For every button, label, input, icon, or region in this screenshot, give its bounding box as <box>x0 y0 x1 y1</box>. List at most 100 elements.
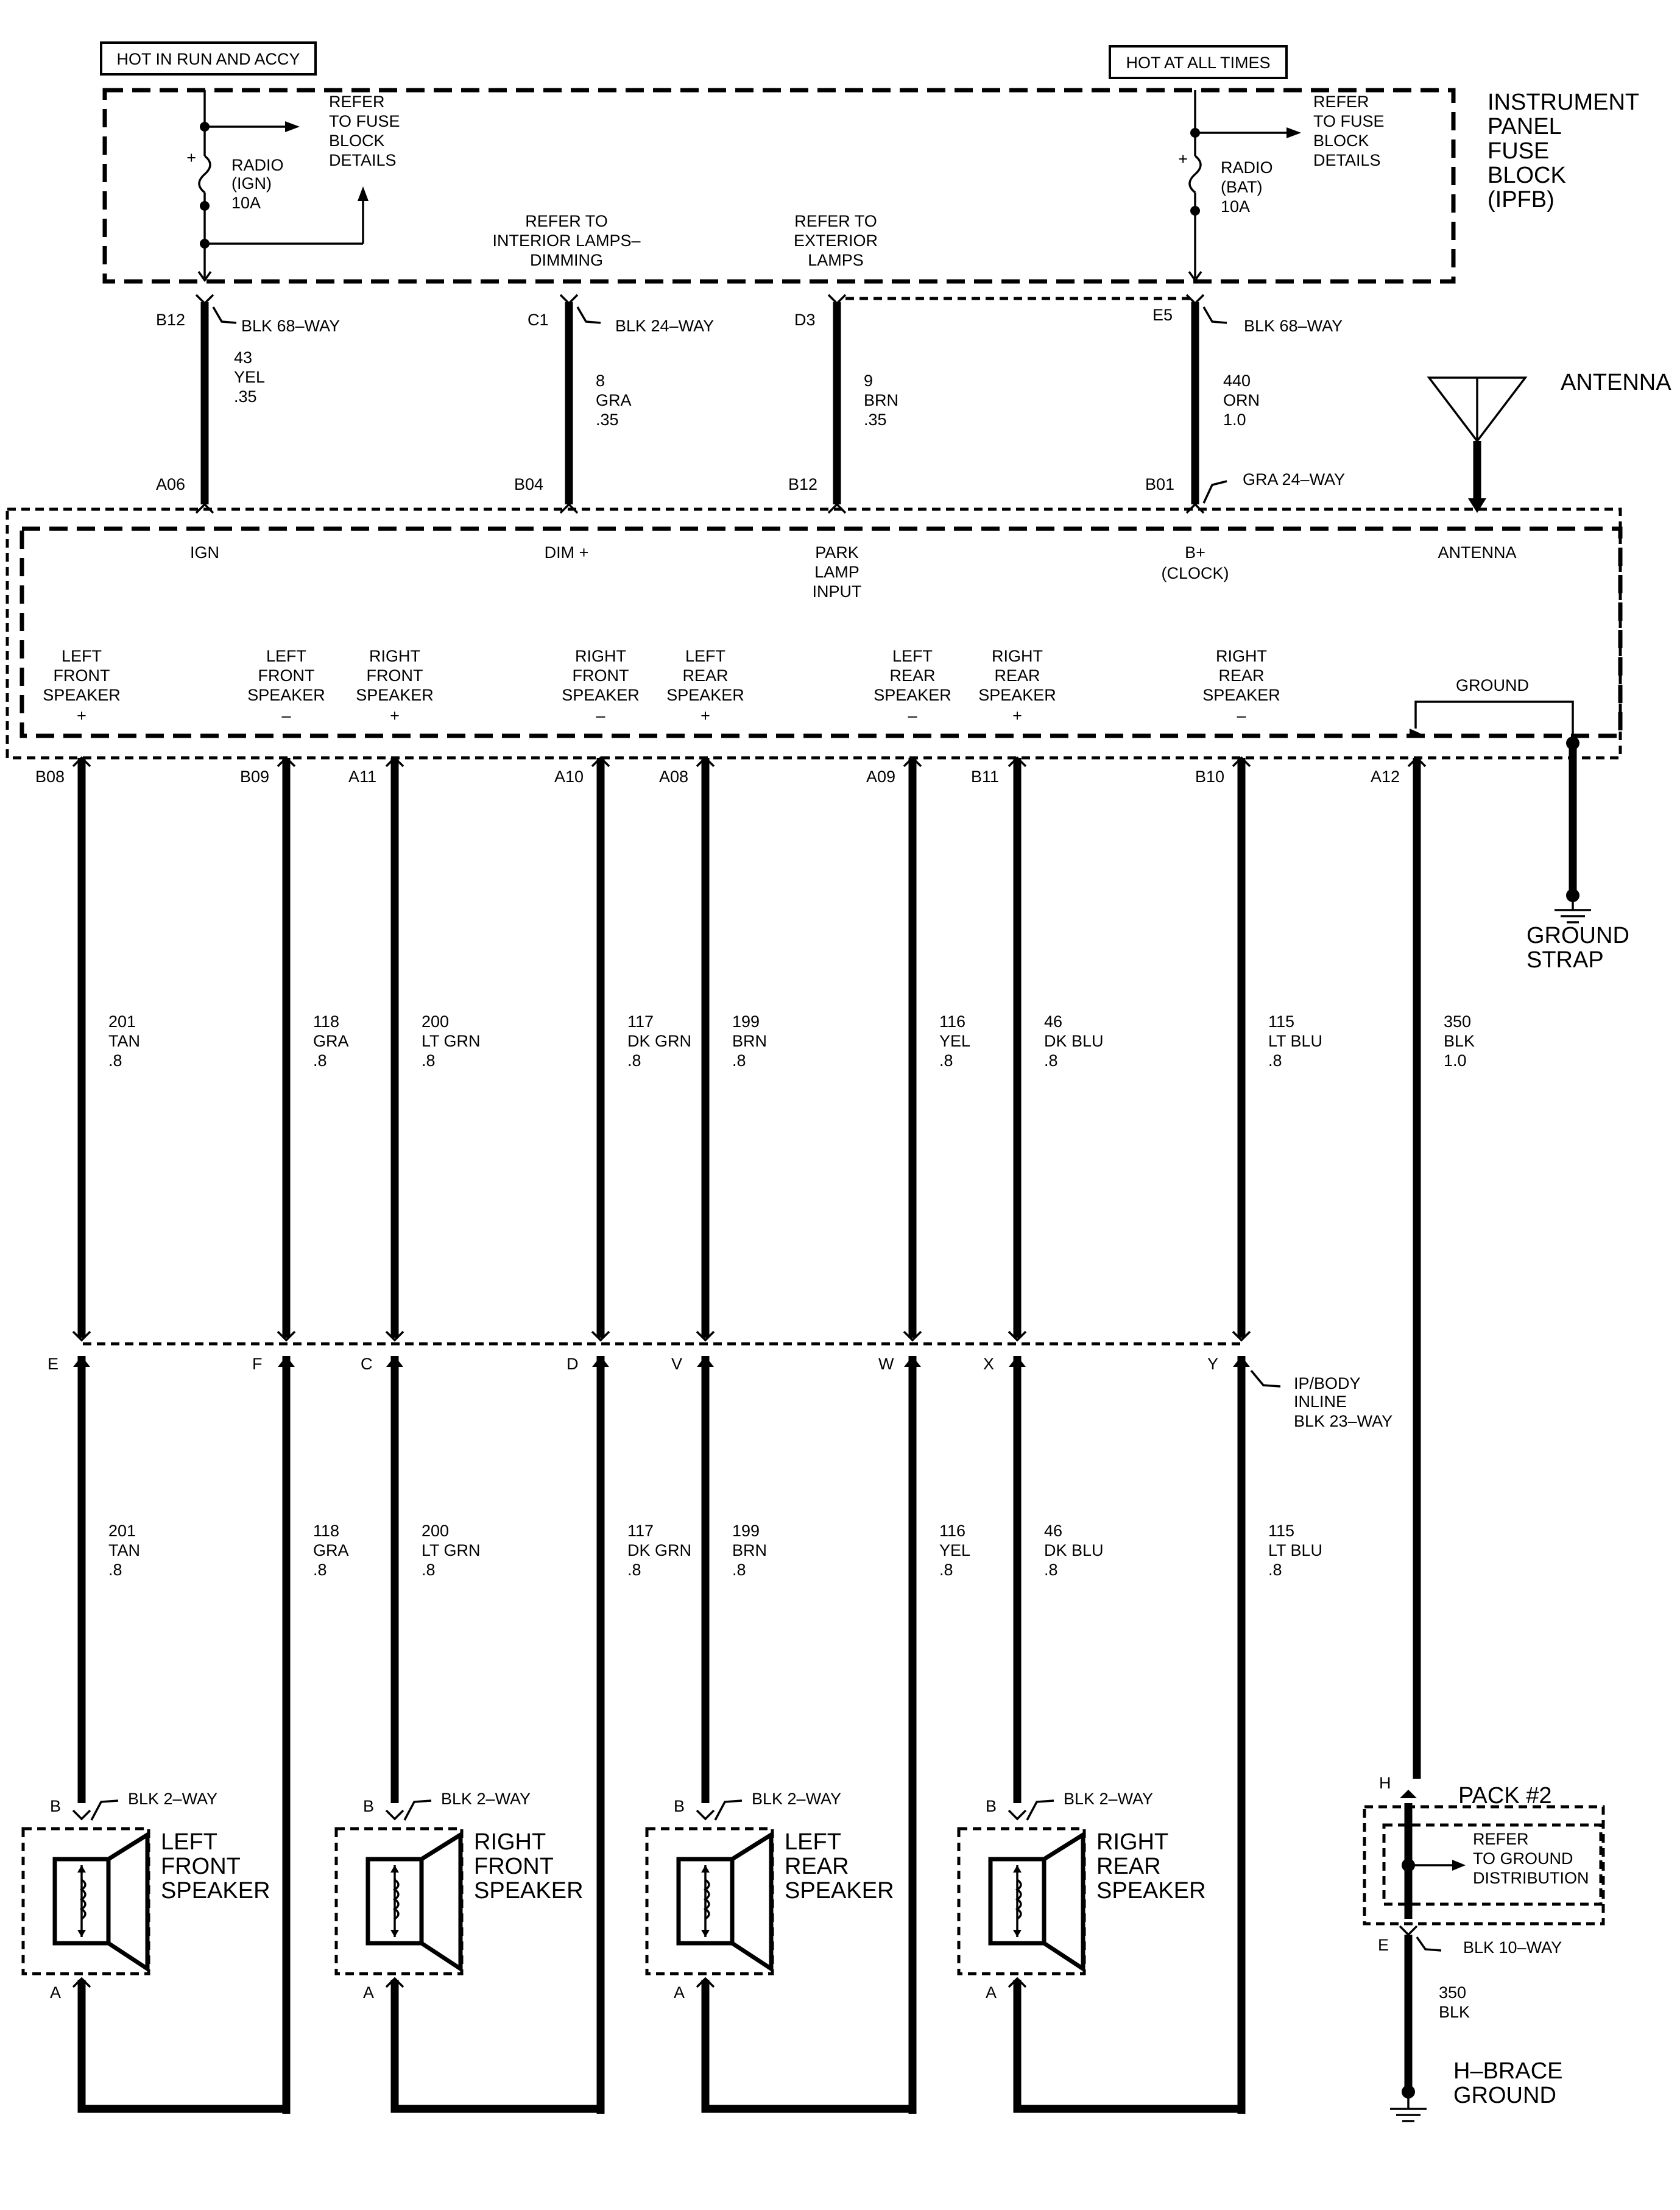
svg-text:BLK 2–WAY: BLK 2–WAY <box>1064 1790 1153 1808</box>
svg-text:REAR: REAR <box>682 666 728 685</box>
svg-text:STRAP: STRAP <box>1526 947 1604 973</box>
svg-text:TO FUSE: TO FUSE <box>1313 112 1385 130</box>
svg-text:FUSE: FUSE <box>1488 138 1549 164</box>
svg-text:201: 201 <box>108 1522 136 1540</box>
radio-input-dim: DIM + <box>545 543 589 562</box>
svg-text:REAR: REAR <box>785 1854 849 1879</box>
svg-text:.8: .8 <box>627 1051 641 1070</box>
svg-text:+: + <box>390 707 400 725</box>
svg-text:BLK 10–WAY: BLK 10–WAY <box>1463 1938 1562 1957</box>
svg-text:REFER: REFER <box>1473 1830 1529 1848</box>
svg-text:118: 118 <box>313 1012 339 1031</box>
top-wire-ign: B12 BLK 68–WAY 43 YEL .35 A06 <box>156 294 340 514</box>
svg-text:LT GRN: LT GRN <box>422 1541 481 1559</box>
svg-text:SPEAKER: SPEAKER <box>1202 686 1280 704</box>
svg-text:1.0: 1.0 <box>1223 411 1246 429</box>
svg-text:F: F <box>252 1355 263 1373</box>
svg-text:B: B <box>50 1797 61 1815</box>
svg-text:SPEAKER: SPEAKER <box>161 1878 270 1904</box>
svg-text:117: 117 <box>627 1012 654 1031</box>
pack-2-label: PACK #2 <box>1458 1783 1551 1809</box>
svg-text:LEFT: LEFT <box>62 647 102 665</box>
svg-text:BLK 2–WAY: BLK 2–WAY <box>752 1790 841 1808</box>
svg-text:201: 201 <box>108 1012 136 1031</box>
pack-2-splice: H REFER TO GROUND DISTRIBUTION E BLK 10–… <box>1363 1774 1605 2122</box>
svg-text:C: C <box>361 1355 373 1373</box>
svg-text:350: 350 <box>1444 1012 1471 1031</box>
svg-text:.35: .35 <box>596 411 619 429</box>
svg-text:.8: .8 <box>422 1561 436 1579</box>
svg-text:46: 46 <box>1044 1522 1062 1540</box>
svg-text:B08: B08 <box>35 768 65 786</box>
svg-text:DISTRIBUTION: DISTRIBUTION <box>1473 1869 1589 1887</box>
svg-text:B11: B11 <box>971 768 999 786</box>
ground-strap-label: GROUND STRAP <box>1526 923 1629 973</box>
svg-text:.35: .35 <box>864 411 887 429</box>
svg-text:TO GROUND: TO GROUND <box>1473 1849 1573 1868</box>
svg-text:E: E <box>48 1355 58 1373</box>
svg-text:GRA 24–WAY: GRA 24–WAY <box>1243 470 1345 489</box>
svg-text:LEFT: LEFT <box>161 1829 217 1855</box>
svg-text:GRA: GRA <box>596 391 632 409</box>
svg-text:LEFT: LEFT <box>685 647 725 665</box>
speaker-icon <box>676 1830 774 1973</box>
svg-text:+: + <box>701 707 710 725</box>
top-wire-battery: E5 BLK 68–WAY 440 ORN 1.0 B01 GRA 24–WAY <box>1145 294 1345 514</box>
svg-text:SPEAKER: SPEAKER <box>43 686 121 704</box>
svg-text:A11: A11 <box>348 768 376 786</box>
svg-text:ORN: ORN <box>1223 391 1260 409</box>
svg-text:DK BLU: DK BLU <box>1044 1541 1104 1559</box>
fuse-radio-ign: + <box>186 90 369 283</box>
svg-text:D: D <box>566 1355 579 1373</box>
svg-text:REAR: REAR <box>1096 1854 1161 1879</box>
svg-text:+: + <box>186 149 196 167</box>
svg-text:(IGN): (IGN) <box>231 174 272 192</box>
svg-text:9: 9 <box>864 372 873 390</box>
svg-text:GROUND: GROUND <box>1456 676 1529 694</box>
svg-text:440: 440 <box>1223 372 1251 390</box>
svg-text:SPEAKER: SPEAKER <box>785 1878 894 1904</box>
fuse-radio-ign-refer: REFER TO FUSE BLOCK DETAILS <box>329 93 400 169</box>
svg-text:LAMPS: LAMPS <box>808 251 864 269</box>
svg-text:TAN: TAN <box>108 1541 140 1559</box>
svg-text:FRONT: FRONT <box>161 1854 241 1879</box>
svg-text:H: H <box>1379 1774 1391 1792</box>
svg-text:–: – <box>1237 707 1246 725</box>
svg-text:REAR: REAR <box>994 666 1040 685</box>
svg-text:BRN: BRN <box>732 1032 767 1050</box>
svg-text:46: 46 <box>1044 1012 1062 1031</box>
svg-text:FRONT: FRONT <box>258 666 315 685</box>
svg-text:BLK 23–WAY: BLK 23–WAY <box>1294 1412 1392 1430</box>
svg-text:116: 116 <box>939 1012 965 1031</box>
svg-text:FRONT: FRONT <box>367 666 423 685</box>
svg-text:(CLOCK): (CLOCK) <box>1161 564 1229 582</box>
hot-run-accy-label: HOT IN RUN AND ACCY <box>116 50 300 68</box>
svg-text:B+: B+ <box>1185 543 1205 562</box>
svg-text:115: 115 <box>1268 1012 1294 1031</box>
fuse-radio-bat: + <box>1178 90 1301 283</box>
svg-text:1.0: 1.0 <box>1444 1051 1467 1070</box>
svg-text:BLK 68–WAY: BLK 68–WAY <box>1244 317 1343 335</box>
svg-text:INSTRUMENT: INSTRUMENT <box>1488 90 1639 115</box>
svg-text:DK BLU: DK BLU <box>1044 1032 1104 1050</box>
radio-ground: GROUND <box>1410 676 1591 923</box>
svg-text:117: 117 <box>627 1522 654 1540</box>
svg-text:.8: .8 <box>313 1561 327 1579</box>
svg-text:REAR: REAR <box>889 666 935 685</box>
svg-text:8: 8 <box>596 372 605 390</box>
svg-text:.8: .8 <box>108 1561 122 1579</box>
svg-text:.8: .8 <box>1268 1051 1282 1070</box>
speaker-icon <box>365 1830 463 1973</box>
svg-text:.8: .8 <box>627 1561 641 1579</box>
svg-text:RIGHT: RIGHT <box>1096 1829 1168 1855</box>
svg-text:C1: C1 <box>528 311 549 329</box>
svg-text:+: + <box>1012 707 1022 725</box>
